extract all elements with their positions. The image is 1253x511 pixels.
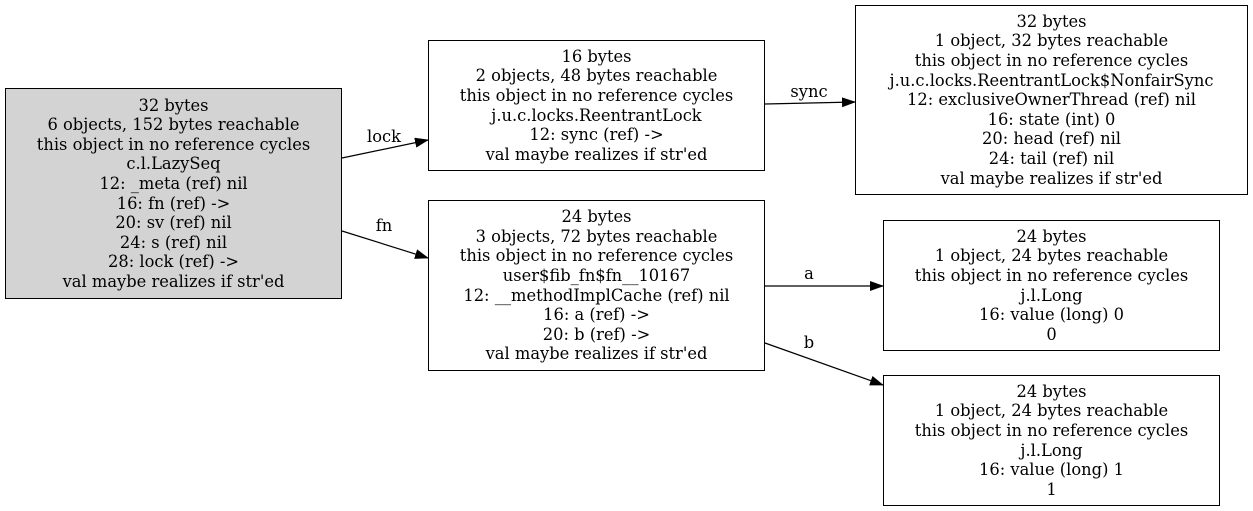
node-long1-line-2: this object in no reference cycles: [914, 420, 1189, 440]
edge-lazyseq-to-fibfn: [341, 230, 429, 259]
node-long1-line-5: 1: [1046, 479, 1057, 499]
node-fibfn-line-5: 16: a (ref) ->: [543, 305, 650, 325]
edge-label-lock: lock: [367, 127, 401, 146]
node-reentrantlock-line-4: 12: sync (ref) ->: [529, 125, 664, 145]
node-fibfn-line-2: this object in no reference cycles: [459, 246, 734, 266]
edge-label-a: a: [804, 264, 814, 283]
node-long0-line-5: 0: [1046, 324, 1057, 344]
node-lazyseq-line-7: 24: s (ref) nil: [119, 232, 228, 252]
node-lazyseq-line-1: 6 objects, 152 bytes reachable: [47, 115, 300, 135]
node-lazyseq-line-0: 32 bytes: [138, 95, 209, 115]
node-lazyseq-line-9: val maybe realizes if str'ed: [62, 271, 285, 291]
node-reentrantlock-line-3: j.u.c.locks.ReentrantLock: [491, 105, 702, 125]
node-nonfairsync-line-2: this object in no reference cycles: [914, 51, 1189, 71]
node-nonfairsync-line-8: val maybe realizes if str'ed: [940, 168, 1163, 188]
edge-label-b: b: [803, 333, 815, 352]
edge-label-fn: fn: [375, 216, 393, 235]
node-reentrantlock-line-1: 2 objects, 48 bytes reachable: [475, 66, 718, 86]
node-fibfn-line-0: 24 bytes: [561, 207, 632, 227]
node-nonfairsync-line-5: 16: state (int) 0: [987, 109, 1116, 129]
node-fibfn-line-4: 12: __methodImplCache (ref) nil: [463, 285, 730, 305]
node-long1-line-4: 16: value (long) 1: [979, 460, 1124, 480]
node-reentrantlock-line-2: this object in no reference cycles: [459, 85, 734, 105]
node-reentrantlock-line-5: val maybe realizes if str'ed: [485, 144, 708, 164]
node-fibfn-line-1: 3 objects, 72 bytes reachable: [475, 226, 718, 246]
edge-lazyseq-to-reentrantlock: [341, 137, 429, 159]
node-long1-line-1: 1 object, 24 bytes reachable: [934, 401, 1169, 421]
node-nonfairsync-line-3: j.u.c.locks.ReentrantLock$NonfairSync: [889, 70, 1214, 90]
node-lazyseq-line-4: 12: _meta (ref) nil: [99, 173, 248, 193]
node-long0-line-1: 1 object, 24 bytes reachable: [934, 246, 1169, 266]
node-nonfairsync-line-4: 12: exclusiveOwnerThread (ref) nil: [907, 90, 1196, 110]
node-long0-line-3: j.l.Long: [1020, 285, 1083, 305]
node-nonfairsync-line-0: 32 bytes: [1016, 11, 1087, 31]
node-long0-line-0: 24 bytes: [1016, 226, 1087, 246]
node-long0-line-4: 16: value (long) 0: [979, 305, 1124, 325]
node-nonfairsync-line-7: 24: tail (ref) nil: [988, 148, 1115, 168]
node-lazyseq-line-5: 16: fn (ref) ->: [116, 193, 231, 213]
node-long1-line-3: j.l.Long: [1020, 440, 1083, 460]
edge-fibfn-to-long1: [764, 342, 884, 386]
edge-reentrantlock-to-nonfairsync: [764, 97, 856, 108]
node-fibfn-line-3: user$fib_fn$fn__10167: [502, 265, 691, 285]
node-lazyseq-line-8: 28: lock (ref) ->: [107, 252, 239, 272]
node-reentrantlock-line-0: 16 bytes: [561, 46, 632, 66]
node-fibfn-line-7: val maybe realizes if str'ed: [485, 344, 708, 364]
edge-label-sync: sync: [790, 82, 828, 101]
node-nonfairsync-line-6: 20: head (ref) nil: [981, 129, 1122, 149]
node-long1-line-0: 24 bytes: [1016, 381, 1087, 401]
node-fibfn-line-6: 20: b (ref) ->: [542, 324, 651, 344]
node-lazyseq-line-6: 20: sv (ref) nil: [115, 213, 232, 233]
node-lazyseq-line-3: c.l.LazySeq: [126, 154, 221, 174]
node-long0-line-2: this object in no reference cycles: [914, 265, 1189, 285]
node-lazyseq-line-2: this object in no reference cycles: [36, 134, 311, 154]
node-nonfairsync-line-1: 1 object, 32 bytes reachable: [934, 31, 1169, 51]
